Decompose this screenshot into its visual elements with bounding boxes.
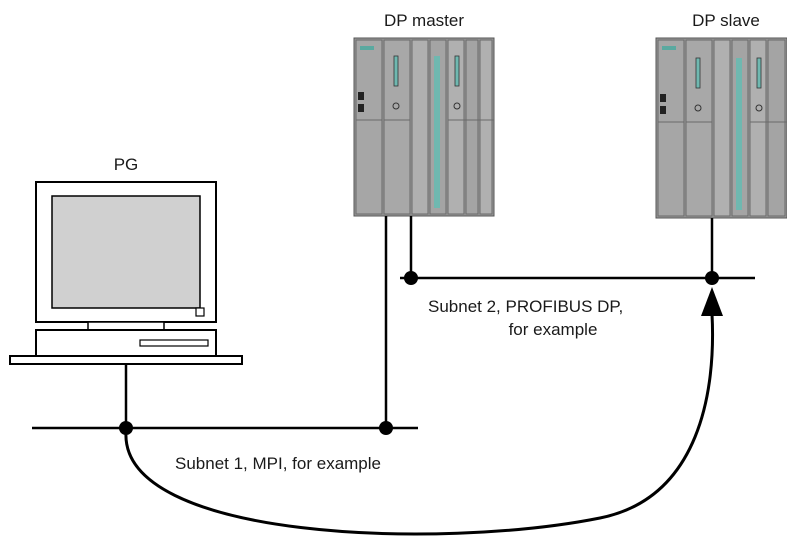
dp-slave-label: DP slave <box>692 11 760 30</box>
dp-slave-plc <box>655 37 787 219</box>
master-mpi-connection-node <box>379 421 393 435</box>
pg-screen <box>51 195 201 309</box>
pg-power-button <box>195 307 205 317</box>
dp-master-plc <box>353 37 495 217</box>
subnet1-label: Subnet 1, MPI, for example <box>175 454 381 473</box>
routing-arrowhead <box>701 287 723 316</box>
subnet1-bus <box>32 216 418 435</box>
pg-connection-node <box>119 421 133 435</box>
subnet2-label-line2: for example <box>509 320 598 339</box>
routing-arrow-curve <box>124 313 714 536</box>
pg-computer <box>9 181 243 365</box>
dp-master-label: DP master <box>384 11 464 30</box>
subnet2-label-line1: Subnet 2, PROFIBUS DP, <box>428 297 623 316</box>
pg-drive-slot <box>139 339 209 347</box>
routing-path <box>124 287 723 536</box>
pg-monitor-stand <box>87 321 165 331</box>
slave-connection-node <box>705 271 719 285</box>
pg-keyboard <box>9 355 243 365</box>
subnet2-bus <box>400 216 755 285</box>
master-dp-connection-node <box>404 271 418 285</box>
pg-label: PG <box>114 155 139 174</box>
